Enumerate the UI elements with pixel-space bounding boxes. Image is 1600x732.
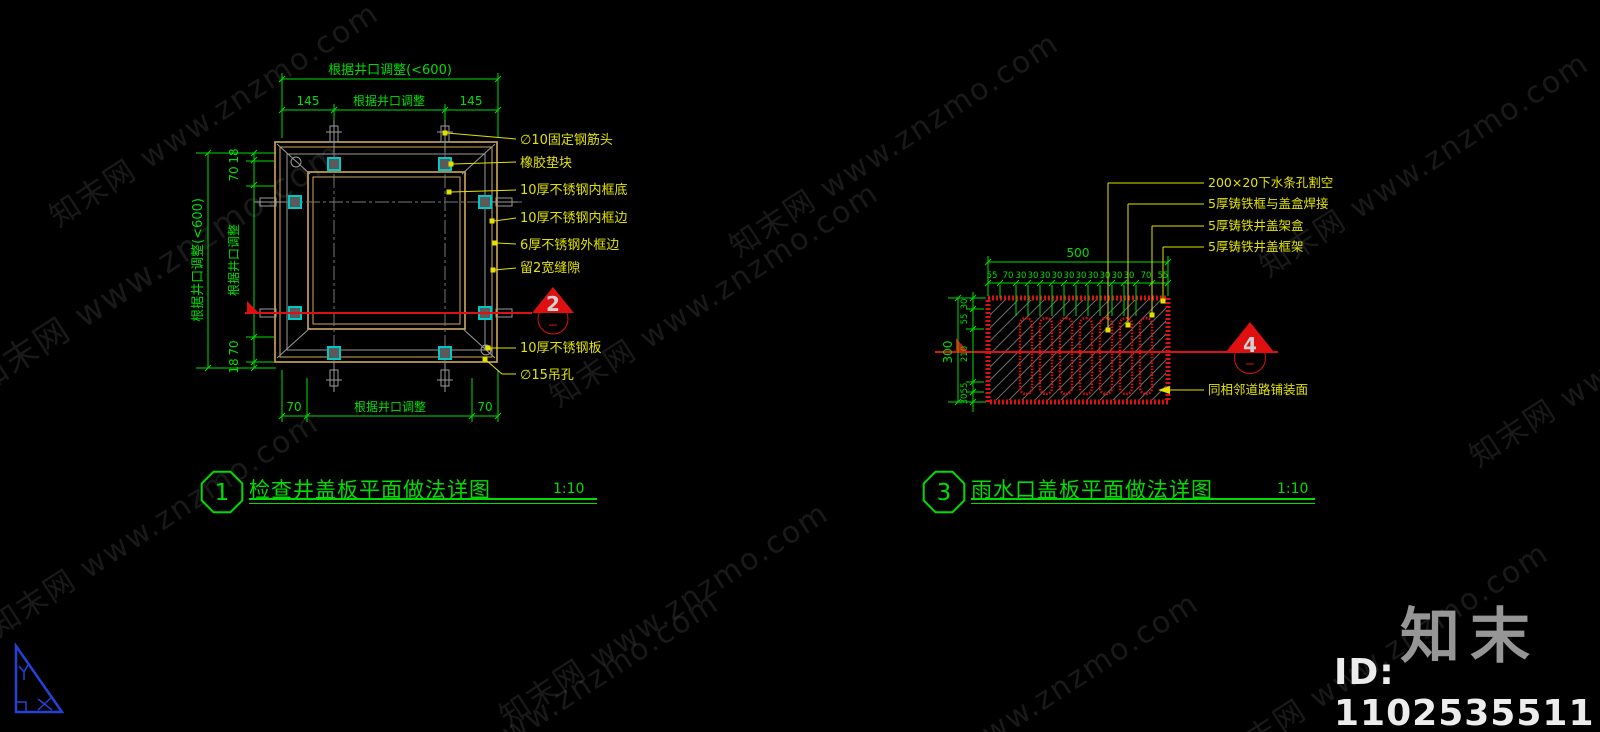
- dim3-left-chain: 30: [960, 299, 970, 310]
- dim-bottom-left: 70: [286, 400, 301, 414]
- lifting-hole: [290, 156, 302, 168]
- dim3-chain: 30: [1076, 271, 1087, 281]
- label-rubber-pad: 橡胶垫块: [520, 155, 572, 171]
- dim3-chain: 70: [1003, 271, 1014, 281]
- drawing-id: ID: 1102535511: [1334, 652, 1595, 732]
- label-frame-weld: 5厚铸铁框与盖盒焊接: [1208, 196, 1329, 211]
- detail3-underline: [971, 498, 1315, 500]
- dim3-chain: 30: [1064, 271, 1075, 281]
- drainage-slots: [1018, 316, 1154, 396]
- dim3-top-overall: 500: [1067, 246, 1090, 260]
- watermark: 知末网 www.znzmo.com: [383, 585, 726, 732]
- label-inner-frame-edge: 10厚不锈钢内框边: [520, 210, 628, 226]
- detail1-marker-number: 1: [215, 480, 230, 506]
- dim-left-chain-3: 70: [227, 340, 241, 355]
- section-marker-4-triangle: [1226, 322, 1274, 352]
- detail1-underline: [249, 503, 597, 504]
- grate-frame: [985, 295, 1171, 405]
- detail1-underline: [249, 498, 597, 500]
- dim3-chain: 30: [1112, 271, 1123, 281]
- label-outer-frame-edge: 6厚不锈钢外框边: [520, 238, 619, 253]
- label-gap: 留2宽缝隙: [520, 260, 580, 276]
- label-slot-cutout: 200×20下水条孔割空: [1208, 175, 1333, 190]
- label-cover-frame: 5厚铸铁井盖框架: [1208, 239, 1303, 254]
- pavement-hatch: [990, 300, 1166, 400]
- section-marker-4-number: 4: [1243, 333, 1257, 357]
- dim3-chain: 30: [1100, 271, 1111, 281]
- dim3-chain: 70: [1141, 271, 1152, 281]
- label-pavement: 同相邻道路铺装面: [1208, 382, 1308, 397]
- dim-left-chain-4: 18: [227, 358, 241, 373]
- dim3-left-chain: 55: [960, 383, 970, 394]
- section-marker-2-number: 2: [546, 292, 560, 316]
- detail1-scale: 1:10: [553, 481, 585, 497]
- dim3-chain: 30: [1016, 271, 1027, 281]
- leader-lines: [1105, 182, 1204, 394]
- label-inner-frame-bottom: 10厚不锈钢内框底: [520, 182, 628, 198]
- dim-top-overall: 根据井口调整(<600): [328, 63, 452, 78]
- detail3-underline: [971, 503, 1315, 504]
- label-anchor-bar: ∅10固定钢筋头: [520, 132, 613, 148]
- blue-triangle-mark: [14, 642, 65, 714]
- leader-lines: [442, 130, 517, 375]
- dim-bottom-right: 70: [477, 400, 492, 414]
- dim3-chain: 55: [987, 271, 998, 281]
- detail3-scale: 1:10: [1277, 481, 1309, 497]
- dim3-chain: 30: [1028, 271, 1039, 281]
- detail3-marker-number: 3: [937, 480, 952, 506]
- dim-left-overall: 根据井口调整(<600): [191, 198, 206, 322]
- dim3-left-chain: 30: [960, 394, 970, 405]
- dim-top-mid: 根据井口调整: [353, 93, 425, 108]
- watermark: 知末网 www.znzmo.com: [493, 495, 836, 732]
- dim3-left-chain: 210: [960, 346, 970, 362]
- detail3-marker-octagon: 3: [922, 470, 966, 514]
- dim3-chain: 30: [1088, 271, 1099, 281]
- dim-top-left: 145: [297, 94, 320, 108]
- dim-bottom-mid: 根据井口调整: [354, 399, 426, 414]
- label-steel-plate: 10厚不锈钢板: [520, 341, 602, 356]
- dim3-chain: 30: [1040, 271, 1051, 281]
- lifting-hole: [480, 344, 492, 356]
- label-cover-box: 5厚铸铁井盖架盒: [1208, 218, 1304, 233]
- dim3-left-chain: 55: [960, 314, 970, 325]
- section-marker-2-triangle: [532, 287, 574, 313]
- dim3-left-overall: 300: [941, 341, 955, 364]
- bolt-fasteners: [254, 120, 518, 392]
- dim-left-chain-1: 70: [227, 166, 241, 181]
- watermark: 知末网 www.znzmo.com: [863, 585, 1206, 732]
- site-logo: 知末: [1400, 602, 1540, 672]
- dim-left-chain-2: 根据井口调整: [226, 224, 241, 296]
- detail3-drawing: 4 500 55 70 30 30 30 30 30 30 30 30 30 3…: [935, 175, 1333, 412]
- label-lifting-hole: ∅15吊孔: [520, 368, 574, 383]
- detail1-marker-octagon: 1: [200, 470, 244, 514]
- detail1-drawing: 根据井口调整(<600) 145 根据井口调整 145 70 根据井口调整 70…: [191, 63, 628, 422]
- dim3-chain: 30: [1124, 271, 1135, 281]
- dim-top-right: 145: [460, 94, 483, 108]
- dim-left-chain-0: 18: [227, 148, 241, 163]
- dim3-chain: 30: [1052, 271, 1063, 281]
